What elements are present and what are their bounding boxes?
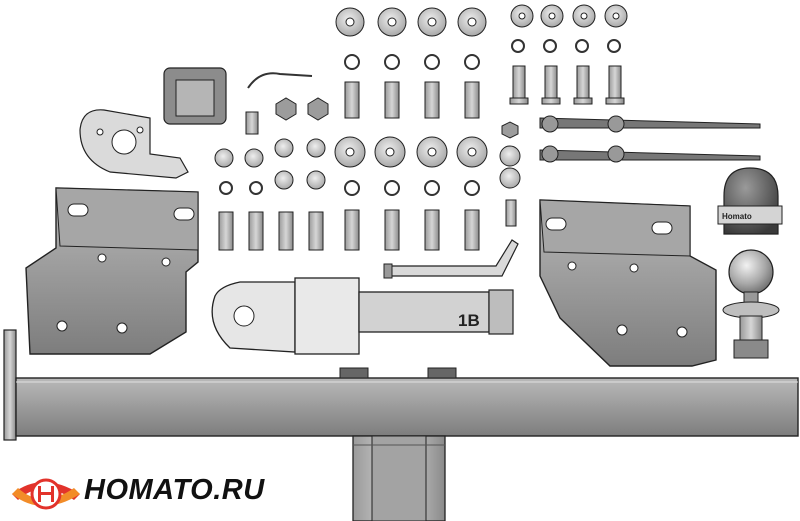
brand-name: HOMATO.RU: [84, 474, 265, 506]
washers-top: [335, 4, 628, 37]
socket-plate: [79, 109, 189, 179]
washers-small: [214, 138, 326, 190]
crossbar: [3, 329, 799, 441]
right-bracket: [539, 199, 717, 367]
r-clip: [247, 72, 313, 89]
tow-shank: 1B: [211, 277, 514, 355]
spring-washers-small: [219, 180, 480, 196]
socket-cover: [163, 67, 227, 125]
nuts: [275, 97, 519, 139]
shank-marking: 1B: [458, 311, 480, 330]
spring-washers: [344, 39, 621, 70]
straps: [539, 115, 761, 163]
tow-ball: [722, 249, 780, 359]
bolts-lower: [218, 111, 517, 251]
ball-cover-marking: Homato: [722, 212, 752, 221]
bolts-top: [344, 65, 625, 119]
receiver-tube: [352, 435, 446, 521]
washers-middle: [334, 136, 521, 189]
ball-cover: Homato: [717, 167, 783, 235]
homato-logo-emblem: [12, 478, 80, 510]
hitch-pin: [383, 239, 519, 279]
left-bracket: [25, 187, 199, 355]
